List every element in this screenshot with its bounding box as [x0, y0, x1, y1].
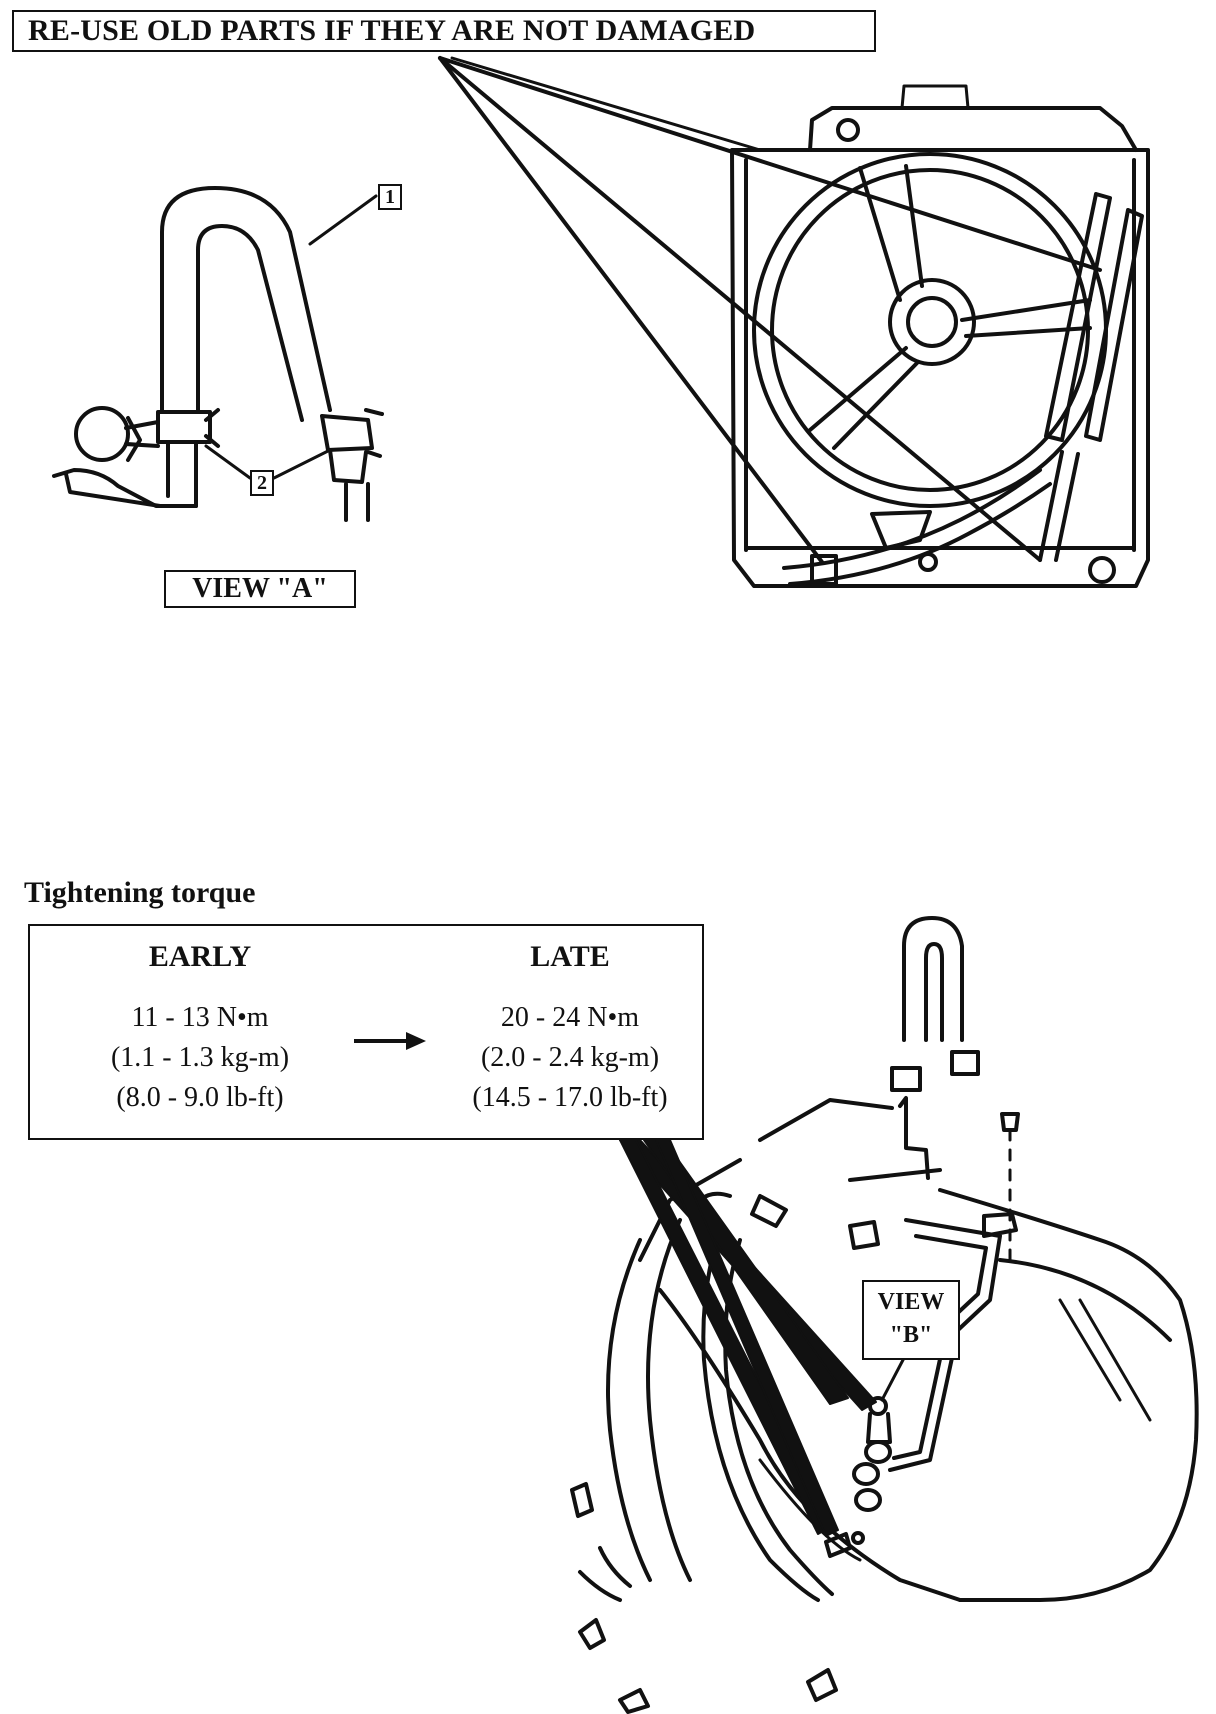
tightening-torque-heading: Tightening torque — [24, 876, 256, 909]
late-kgm-value: (2.0 - 2.4 kg-m) — [480, 1042, 660, 1073]
callout-number-1: 1 — [378, 184, 402, 210]
callout-number-2: 2 — [250, 470, 274, 496]
late-nm-value: 20 - 24 N•m — [500, 1002, 640, 1033]
torque-leader-lines — [619, 1139, 906, 1537]
early-nm-value: 11 - 13 N•m — [131, 1002, 269, 1033]
right-arrow-icon — [354, 1032, 426, 1050]
radiator-drawing — [730, 84, 1150, 588]
view-a-label: VIEW "A" — [164, 570, 356, 608]
banner-leader-lines — [438, 56, 1102, 564]
view-b-line-2: "B" — [889, 1322, 933, 1348]
view-b-label: VIEW "B" — [862, 1280, 960, 1360]
early-spec-column: EARLY 11 - 13 N•m (1.1 - 1.3 kg-m) (8.0 … — [60, 940, 340, 1118]
late-lbft-value: (14.5 - 17.0 lb-ft) — [472, 1082, 668, 1113]
late-title: LATE — [530, 940, 610, 973]
late-spec-column: LATE 20 - 24 N•m (2.0 - 2.4 kg-m) (14.5 … — [430, 940, 710, 1118]
view-b-line-1: VIEW — [877, 1289, 945, 1315]
torque-spec-box: EARLY 11 - 13 N•m (1.1 - 1.3 kg-m) (8.0 … — [28, 924, 704, 1140]
view-a-hose-drawing — [52, 186, 384, 522]
reuse-parts-banner: RE-USE OLD PARTS IF THEY ARE NOT DAMAGED — [12, 10, 876, 52]
early-kgm-value: (1.1 - 1.3 kg-m) — [110, 1042, 290, 1073]
early-title: EARLY — [148, 940, 252, 973]
early-lbft-value: (8.0 - 9.0 lb-ft) — [116, 1082, 284, 1113]
